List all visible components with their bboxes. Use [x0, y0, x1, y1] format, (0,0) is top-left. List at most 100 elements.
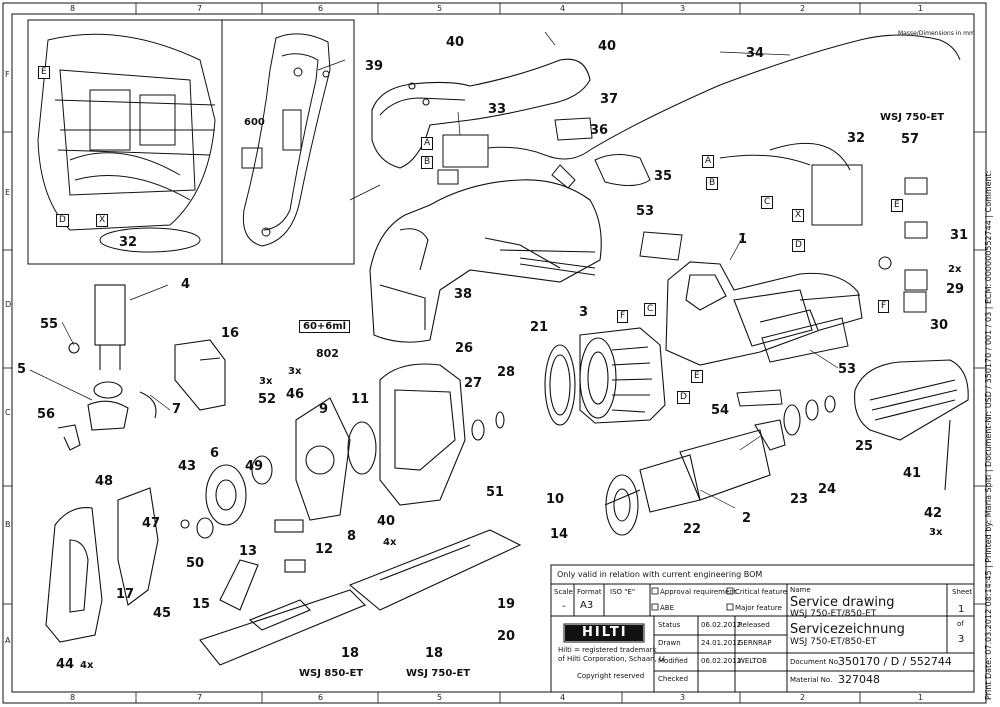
callout-32-inset: 32 — [119, 235, 138, 250]
hilti-logo-text: HILTI — [582, 625, 628, 640]
callout-43: 43 — [178, 459, 197, 474]
callout-19: 19 — [497, 597, 516, 612]
callout-26: 26 — [455, 341, 474, 356]
ref-x-inset: X — [96, 214, 109, 227]
drawing-name-en: Service drawing — [790, 595, 895, 610]
callout-53-top: 53 — [636, 204, 655, 219]
callout-23: 23 — [790, 492, 809, 507]
grid-col-7-bottom: 7 — [197, 693, 203, 702]
callout-40-b: 40 — [598, 39, 617, 54]
callout-18-right: 18 — [425, 646, 444, 661]
callout-34: 34 — [746, 46, 765, 61]
grid-col-5-bottom: 5 — [437, 693, 443, 702]
callout-6: 6 — [210, 446, 220, 461]
variant-label-750: WSJ 750-ET — [406, 668, 471, 679]
callout-7: 7 — [172, 402, 182, 417]
ref-b-module: B — [706, 177, 719, 190]
status-date: 06.02.2012 — [701, 621, 742, 629]
callout-38: 38 — [454, 287, 473, 302]
callout-36: 36 — [590, 123, 609, 138]
callout-53: 53 — [838, 362, 857, 377]
grid-row-f: F — [5, 70, 10, 79]
document-no-value: 350170 / D / 552744 — [838, 655, 952, 668]
ref-d-inset: D — [56, 214, 69, 227]
trademark-line-2: of Hilti Corporation, Schaan, LI — [558, 655, 665, 663]
grid-col-7: 7 — [197, 4, 203, 13]
status-value: Released — [738, 621, 770, 629]
major-feature: Major feature — [735, 604, 782, 612]
callout-1: 1 — [738, 232, 748, 247]
drawn-date: 24.01.2012 — [701, 639, 742, 647]
callout-4: 4 — [181, 277, 191, 292]
callout-9: 9 — [319, 402, 329, 417]
qty-3x-46: 3x — [288, 366, 302, 377]
grid-col-6-bottom: 6 — [318, 693, 324, 702]
callout-31: 31 — [950, 228, 969, 243]
callout-37: 37 — [600, 92, 619, 107]
iso-label: ISO "E" — [610, 588, 636, 596]
grid-row-d: D — [5, 300, 12, 309]
callout-21: 21 — [530, 320, 549, 335]
callout-8: 8 — [347, 529, 357, 544]
ref-f-module: F — [878, 300, 890, 313]
callout-50: 50 — [186, 556, 205, 571]
callout-2: 2 — [742, 511, 752, 526]
callout-28: 28 — [497, 365, 516, 380]
callout-40-a: 40 — [446, 35, 465, 50]
format-label: Format — [577, 588, 602, 596]
critical-feature: Critical feature — [735, 588, 787, 596]
callout-55: 55 — [40, 317, 59, 332]
callout-56: 56 — [37, 407, 56, 422]
drawing-model-de: WSJ 750-ET/850-ET — [790, 637, 877, 647]
callout-49: 49 — [245, 459, 264, 474]
grid-col-1: 1 — [918, 4, 924, 13]
callout-16: 16 — [221, 326, 240, 341]
document-no-label: Document No. — [790, 658, 841, 666]
validity-note: Only valid in relation with current engi… — [557, 570, 763, 579]
scale-value: - — [562, 601, 566, 612]
callout-30: 30 — [930, 318, 949, 333]
modified-by: WELTOB — [738, 657, 767, 665]
drawing-name-de: Servicezeichnung — [790, 622, 905, 637]
grid-col-8-bottom: 8 — [70, 693, 76, 702]
approval-requirement: Approval requirement — [660, 588, 737, 596]
dimensions-note: Masse/Dimensions in mm — [898, 30, 975, 37]
checked-label: Checked — [658, 675, 689, 683]
ref-e-stator: E — [691, 370, 703, 383]
callout-18-left: 18 — [341, 646, 360, 661]
qty-4x-44: 4x — [80, 660, 94, 671]
grease-note: 60+6ml — [299, 320, 351, 333]
qty-3x-52: 3x — [259, 376, 273, 387]
modified-label: Modified — [658, 657, 688, 665]
ref-c-stator: C — [644, 303, 657, 316]
ref-c-module: C — [761, 196, 774, 209]
callout-41: 41 — [903, 466, 922, 481]
callout-25: 25 — [855, 439, 874, 454]
sheet-value: 1 — [958, 604, 965, 615]
grid-col-1-bottom: 1 — [918, 693, 924, 702]
callout-27: 27 — [464, 376, 483, 391]
ref-d-module: D — [792, 239, 805, 252]
callout-33: 33 — [488, 102, 507, 117]
callout-47: 47 — [142, 516, 161, 531]
grid-row-c: C — [5, 408, 11, 417]
callout-32: 32 — [847, 131, 866, 146]
abe-label: ABE — [660, 604, 675, 612]
format-value: A3 — [580, 600, 594, 611]
callout-24: 24 — [818, 482, 837, 497]
grid-col-3: 3 — [680, 4, 686, 13]
drawing-model-en: WSJ 750-ET/850-ET — [790, 609, 877, 619]
callout-46: 46 — [286, 387, 305, 402]
hilti-logo — [565, 625, 643, 641]
drawn-label: Drawn — [658, 639, 681, 647]
grid-row-e: E — [5, 188, 11, 197]
callout-3: 3 — [579, 305, 589, 320]
callout-40-c: 40 — [377, 514, 396, 529]
grid-row-a: A — [5, 636, 11, 645]
callout-35: 35 — [654, 169, 673, 184]
grid-row-b: B — [5, 520, 11, 529]
grid-col-4: 4 — [560, 4, 566, 13]
callout-29: 29 — [946, 282, 965, 297]
